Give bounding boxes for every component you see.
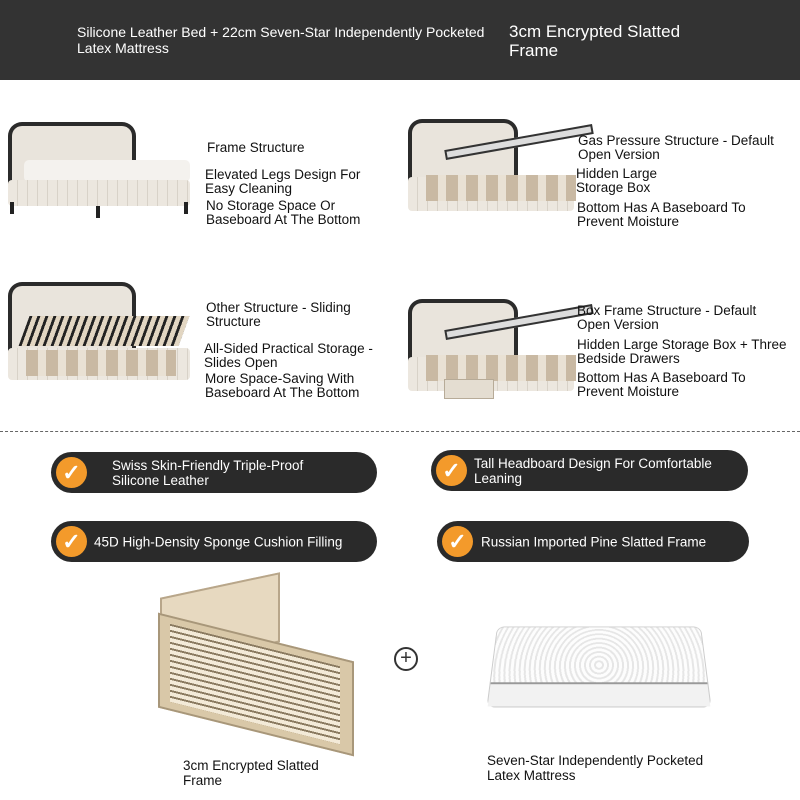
check-icon: ✓ [442,526,473,557]
check-icon: ✓ [56,526,87,557]
plus-icon: + [394,647,418,671]
bed-image-frame-structure [4,118,194,228]
feature-label: Swiss Skin-Friendly Triple-Proof Silicon… [112,458,332,488]
dashed-divider [0,431,800,432]
header-left-title: Silicone Leather Bed + 22cm Seven-Star I… [77,24,497,56]
slatted-frame-image [152,585,362,755]
feature-pill-headboard: ✓ Tall Headboard Design For Comfortable … [431,450,748,491]
frame-caption: 3cm Encrypted Slatted Frame [183,758,343,788]
structure-3-line-2: More Space-Saving With Baseboard At The … [205,372,385,400]
bed-image-gas-pressure [404,115,576,225]
header-banner: Silicone Leather Bed + 22cm Seven-Star I… [0,0,800,80]
bed-image-box-frame [404,295,576,405]
structure-1-line-2: No Storage Space Or Baseboard At The Bot… [206,199,386,227]
structure-4-line-2: Bottom Has A Baseboard To Prevent Moistu… [577,371,757,399]
feature-pill-sponge: ✓ 45D High-Density Sponge Cushion Fillin… [51,521,377,562]
bed-image-sliding-structure [4,278,194,388]
structure-1-title: Frame Structure [207,141,387,155]
mattress-caption: Seven-Star Independently Pocketed Latex … [487,753,727,783]
structure-1-line-1: Elevated Legs Design For Easy Cleaning [205,168,385,196]
structure-3-title: Other Structure - Sliding Structure [206,301,376,329]
structure-4-title: Box Frame Structure - Default Open Versi… [577,304,787,332]
mattress-image [486,626,711,707]
feature-label: Russian Imported Pine Slatted Frame [481,534,741,549]
header-right-title: 3cm Encrypted Slatted Frame [509,22,709,60]
feature-pill-leather: ✓ Swiss Skin-Friendly Triple-Proof Silic… [51,452,377,493]
check-icon: ✓ [436,455,467,486]
feature-pill-pine: ✓ Russian Imported Pine Slatted Frame [437,521,749,562]
structure-2-title: Gas Pressure Structure - Default Open Ve… [578,134,793,162]
structure-3-line-1: All-Sided Practical Storage - Slides Ope… [204,342,394,370]
check-icon: ✓ [56,457,87,488]
structure-2-line-2: Bottom Has A Baseboard To Prevent Moistu… [577,201,757,229]
feature-label: 45D High-Density Sponge Cushion Filling [94,534,374,549]
feature-label: Tall Headboard Design For Comfortable Le… [474,456,734,486]
structure-2-line-1: Hidden Large Storage Box [576,167,676,195]
structure-4-line-1: Hidden Large Storage Box + Three Bedside… [577,338,797,366]
